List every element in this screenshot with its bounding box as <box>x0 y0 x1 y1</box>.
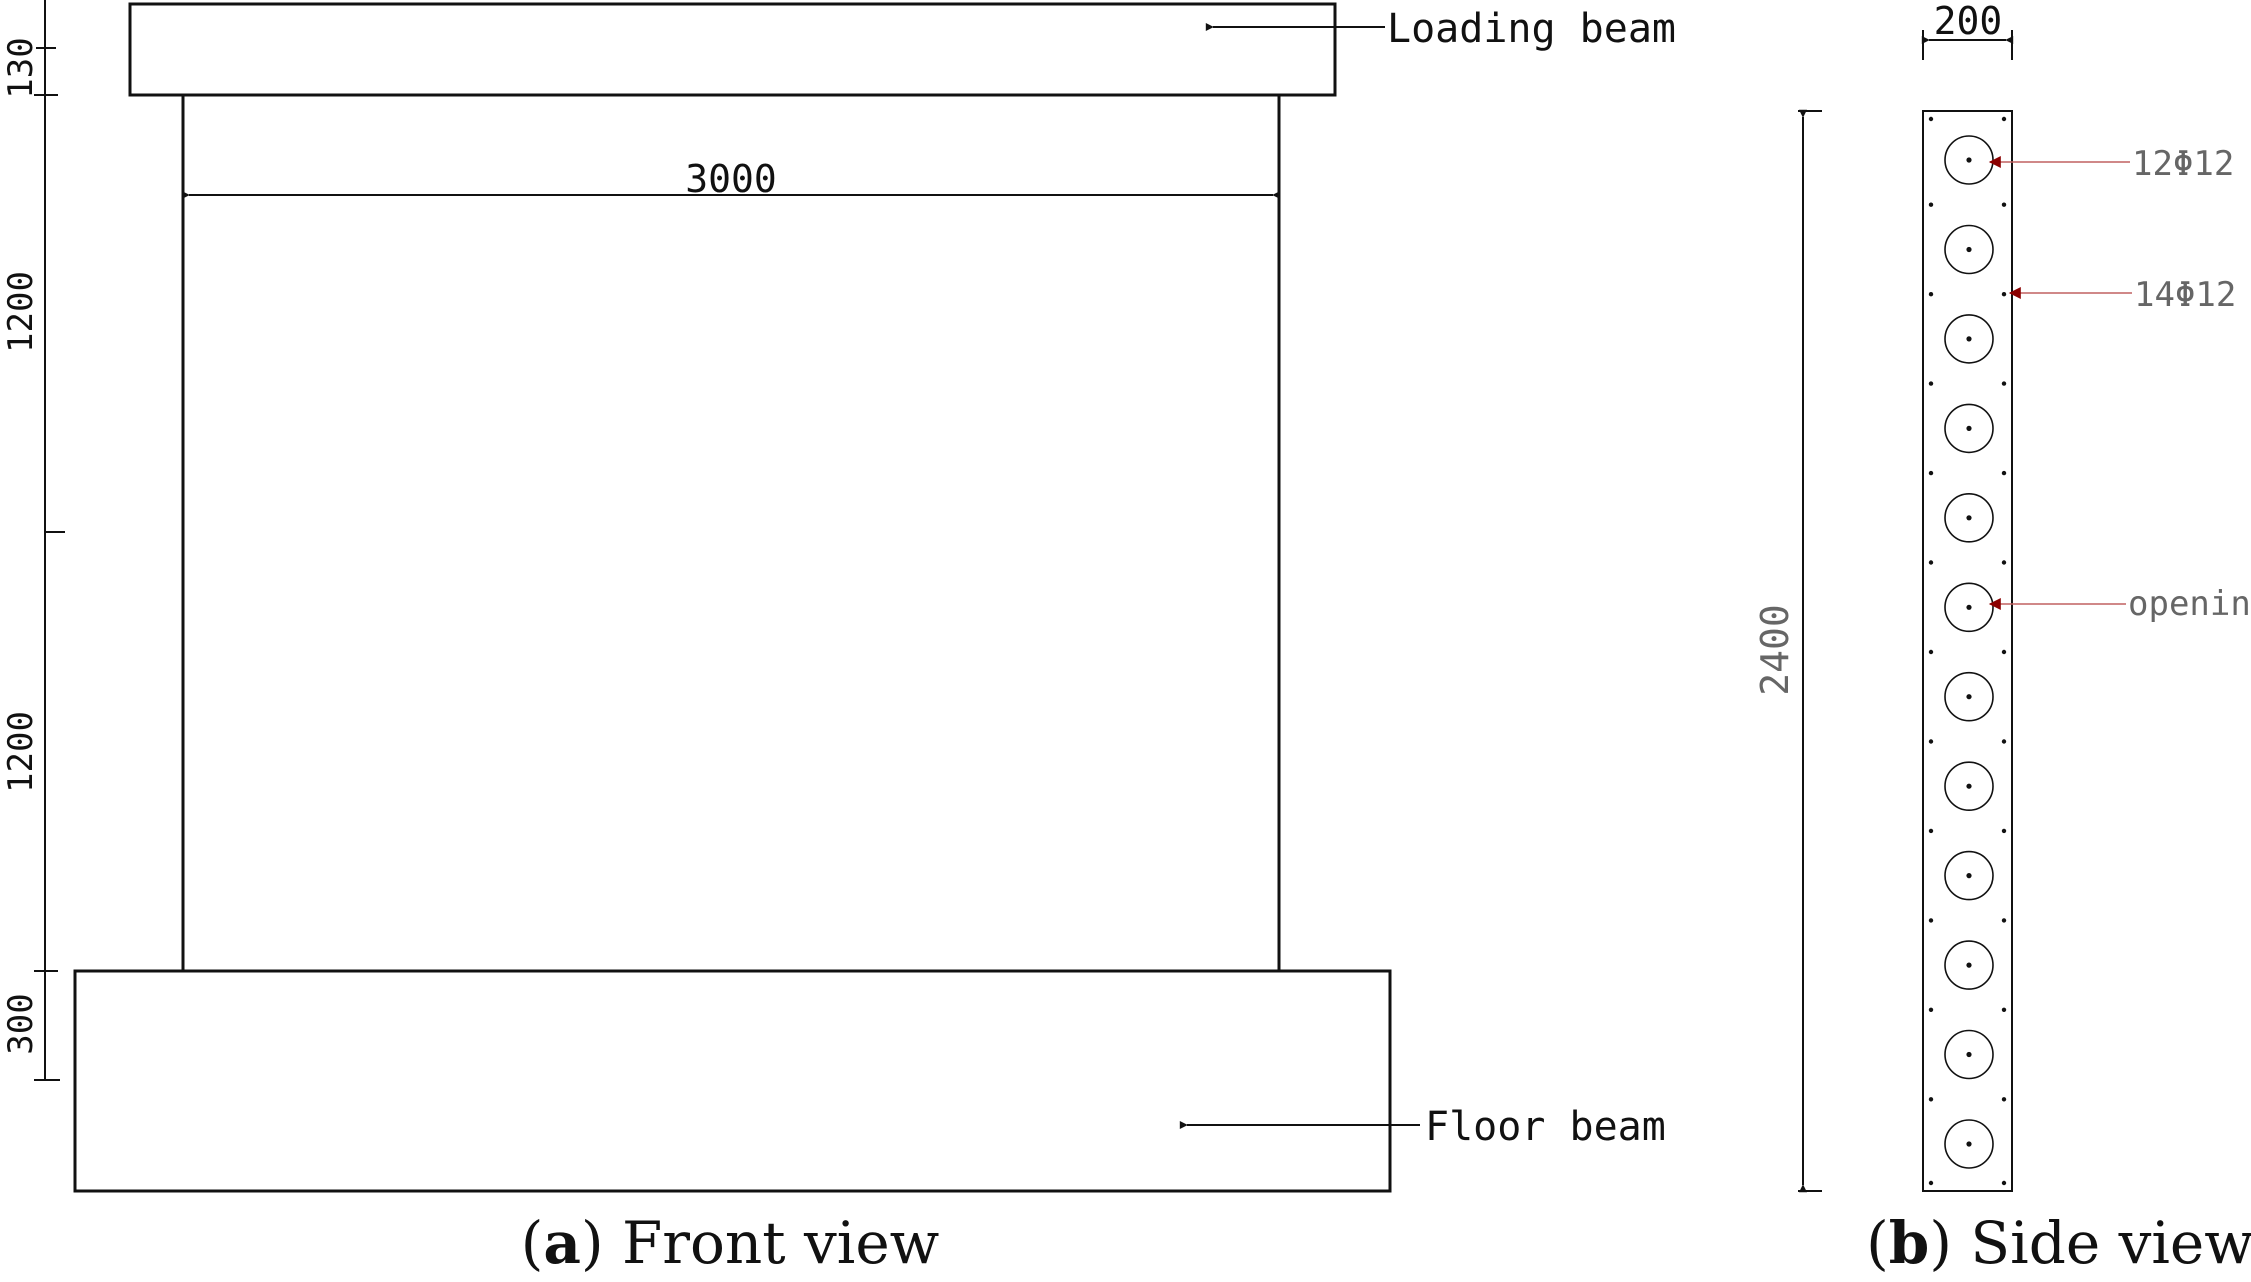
longitudinal-rebar-dot <box>1966 604 1972 610</box>
longitudinal-rebar-dot <box>1966 425 1972 431</box>
front-view: 3000 130 1200 1200 300 Loading beam Floo… <box>1 0 1676 1277</box>
opening-circle <box>1944 224 1994 275</box>
opening-label: opening <box>2128 584 2251 624</box>
side-view-caption-letter: b <box>1889 1209 1930 1277</box>
edge-rebar-dot <box>1928 560 1934 565</box>
longitudinal-rebar-dot <box>1966 246 1972 253</box>
longitudinal-rebar-dot <box>1966 783 1972 789</box>
front-view-caption: (a) Front view <box>521 1209 940 1277</box>
edge-rebar-dot <box>2001 116 2007 122</box>
longitudinal-rebar-dot <box>1966 157 1972 163</box>
loading-beam-label: Loading beam <box>1387 6 1676 52</box>
openings-group <box>1944 135 1994 1169</box>
thickness-label: 200 <box>1934 0 2003 43</box>
opening-circle <box>1944 761 1994 812</box>
edge-rebar-dot <box>1928 1007 1934 1012</box>
edge-rebar-dot <box>1928 1097 1934 1102</box>
loading-beam <box>128 2 1337 97</box>
side-view-caption-text: Side view <box>1970 1209 2251 1277</box>
edge-rebar-dot <box>1928 739 1934 744</box>
wall-width-label: 3000 <box>685 157 777 201</box>
edge-rebar-dot <box>2001 918 2007 923</box>
edge-rebar-dot <box>2001 202 2007 207</box>
opening-circle <box>1944 850 1994 901</box>
edge-rebar-dot <box>2001 649 2007 655</box>
thickness-dimension: 200 <box>1921 0 2014 60</box>
height-label: 2400 <box>1753 604 1797 696</box>
lower-half-height-label: 1200 <box>1 711 41 793</box>
edge-rebar-dot <box>1928 918 1934 923</box>
edge-rebar-dot <box>2001 1007 2007 1012</box>
loading-beam-leader: Loading beam <box>1205 6 1676 52</box>
edge-rebar-dot <box>1928 202 1934 207</box>
longitudinal-rebar-label: 12Φ12 <box>2132 144 2234 184</box>
loading-beam-height-label: 130 <box>1 37 41 98</box>
edge-rebar-dot <box>2001 470 2007 476</box>
edge-rebars-group <box>1928 116 2007 1186</box>
floor-beam-leader: Floor beam <box>1179 1104 1666 1150</box>
upper-half-height-label: 1200 <box>1 271 41 353</box>
callout-edge-rebar: 14Φ12 <box>2008 275 2236 315</box>
longitudinal-rebar-dot <box>1966 515 1972 521</box>
edge-rebar-dot <box>2001 292 2007 297</box>
opening-circle <box>1944 1119 1994 1169</box>
opening-circle <box>1944 940 1994 990</box>
opening-circle <box>1944 314 1994 364</box>
edge-rebar-dot <box>2001 739 2007 744</box>
edge-rebar-dot <box>2001 381 2007 386</box>
edge-rebar-dot <box>1928 1180 1934 1186</box>
longitudinal-rebar-dot <box>1966 694 1972 700</box>
longitudinal-rebar-dot <box>1966 1051 1972 1058</box>
floor-beam-height-label: 300 <box>1 993 41 1054</box>
side-section-outline <box>1922 110 2013 1192</box>
edge-rebar-dot <box>1928 828 1934 834</box>
edge-rebar-dot <box>1928 116 1934 122</box>
wall-width-dimension: 3000 <box>181 157 1281 201</box>
edge-rebar-dot <box>1928 381 1934 386</box>
side-view: 200 2400 12Φ12 14Φ12 opening (b) Side vi… <box>1753 0 2251 1277</box>
floor-beam-label: Floor beam <box>1425 1104 1666 1150</box>
floor-beam <box>73 969 1392 1193</box>
edge-rebar-dot <box>2001 828 2007 834</box>
longitudinal-rebar-dot <box>1966 962 1972 968</box>
edge-rebar-dot <box>2001 1097 2007 1102</box>
opening-circle <box>1944 403 1994 454</box>
edge-rebar-dot <box>2001 560 2007 565</box>
callout-opening: opening <box>1988 584 2251 624</box>
longitudinal-rebar-dot <box>1966 1141 1972 1147</box>
front-view-caption-text: Front view <box>622 1209 939 1277</box>
callout-longitudinal-rebar: 12Φ12 <box>1988 144 2234 184</box>
edge-rebar-dot <box>1928 649 1934 655</box>
opening-circle <box>1944 1029 1994 1080</box>
opening-circle <box>1944 492 1994 543</box>
front-view-caption-letter: a <box>543 1209 581 1277</box>
height-dimension: 2400 <box>1753 109 1822 1193</box>
edge-rebar-dot <box>1928 470 1934 476</box>
edge-rebar-dot <box>1928 292 1934 297</box>
edge-rebar-label: 14Φ12 <box>2134 275 2236 315</box>
side-view-caption: (b) Side view <box>1866 1209 2251 1277</box>
edge-rebar-dot <box>2001 1180 2007 1186</box>
longitudinal-rebar-dot <box>1966 336 1972 342</box>
longitudinal-rebar-dot <box>1966 873 1972 879</box>
opening-circle <box>1944 671 1994 722</box>
vertical-dimension-chain: 130 1200 1200 300 <box>1 0 65 1081</box>
